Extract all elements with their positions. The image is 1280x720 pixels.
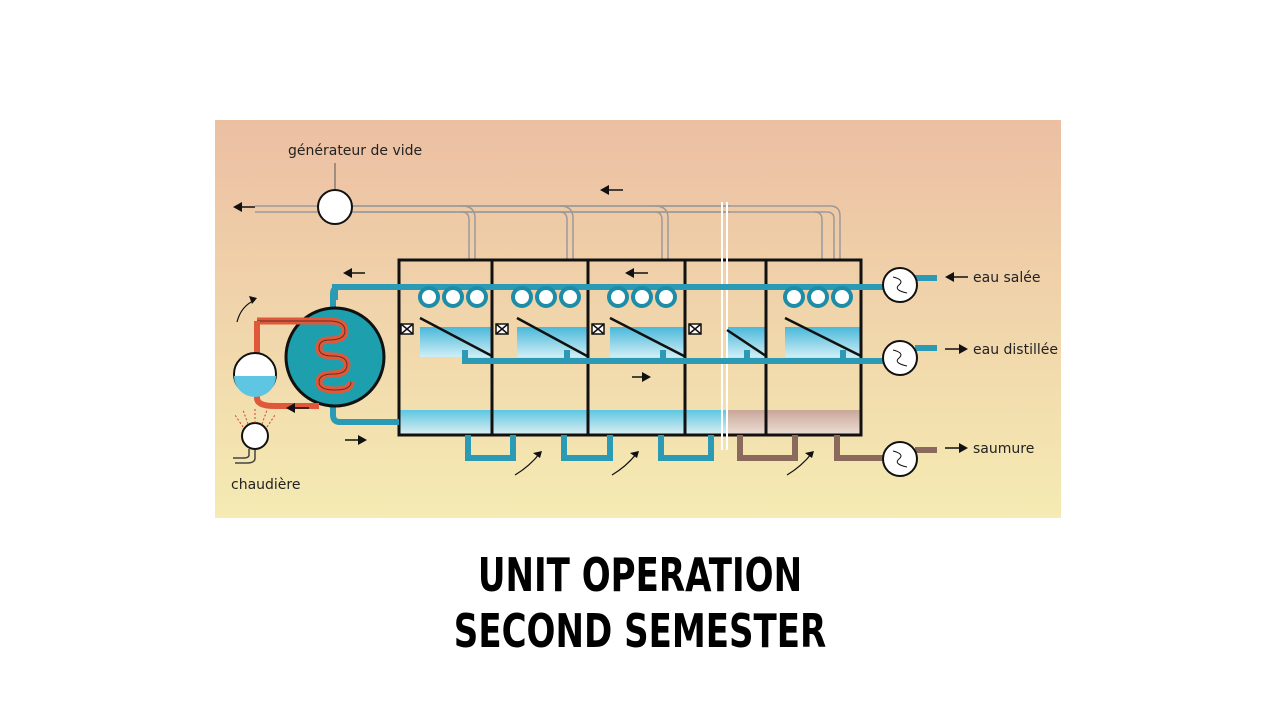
arrow-left-icon bbox=[600, 185, 623, 195]
arrow-right-icon bbox=[345, 435, 367, 445]
flame-icon bbox=[234, 408, 276, 428]
brine-label: saumure bbox=[973, 441, 1034, 457]
arrow-right-icon bbox=[945, 344, 968, 354]
distilled-water-label: eau distillée bbox=[973, 342, 1058, 358]
boiler-fuel-line bbox=[235, 450, 256, 464]
curved-arrow-icon bbox=[533, 451, 814, 458]
arrow-left-icon bbox=[286, 403, 309, 413]
brine-pump bbox=[882, 441, 937, 477]
stage-valves bbox=[400, 323, 702, 335]
distillate-trays bbox=[419, 316, 862, 358]
boiler-burner bbox=[241, 422, 269, 450]
heating-coil-outline bbox=[257, 320, 352, 391]
arrow-right-icon bbox=[945, 443, 968, 453]
curved-arrow-icon bbox=[249, 296, 257, 304]
inter-stage-loops bbox=[465, 435, 714, 461]
salt-water-pump bbox=[882, 267, 937, 303]
vacuum-generator-pump bbox=[317, 189, 353, 225]
stage-water bbox=[420, 327, 861, 357]
bottom-brine bbox=[728, 410, 861, 434]
arrow-left-icon bbox=[945, 272, 968, 282]
condenser-tubes bbox=[418, 286, 853, 308]
stage-separator bbox=[721, 202, 728, 450]
arrow-left-icon bbox=[233, 202, 255, 212]
arrow-left-icon bbox=[343, 268, 365, 278]
brine-loops bbox=[737, 435, 883, 461]
arrow-left-icon bbox=[625, 268, 648, 278]
vacuum-generator-label: générateur de vide bbox=[288, 143, 422, 159]
page-title-line-1: UNIT OPERATION bbox=[477, 548, 803, 602]
distilled-water-pump bbox=[882, 340, 937, 376]
desalination-flow-diagram: générateur de vide eau salée eau distill… bbox=[215, 120, 1061, 518]
page-title-line-2: SECOND SEMESTER bbox=[453, 604, 827, 658]
boiler-fuel-line bbox=[233, 449, 250, 459]
feed-pipes bbox=[330, 284, 399, 425]
arrow-right-icon bbox=[632, 372, 651, 382]
salt-water-label: eau salée bbox=[973, 270, 1041, 286]
distilled-water-line bbox=[462, 350, 885, 364]
condensate-tank bbox=[233, 352, 277, 397]
boiler-label: chaudière bbox=[231, 477, 300, 493]
heating-return-pipe bbox=[254, 392, 319, 409]
bottom-water bbox=[400, 410, 728, 434]
